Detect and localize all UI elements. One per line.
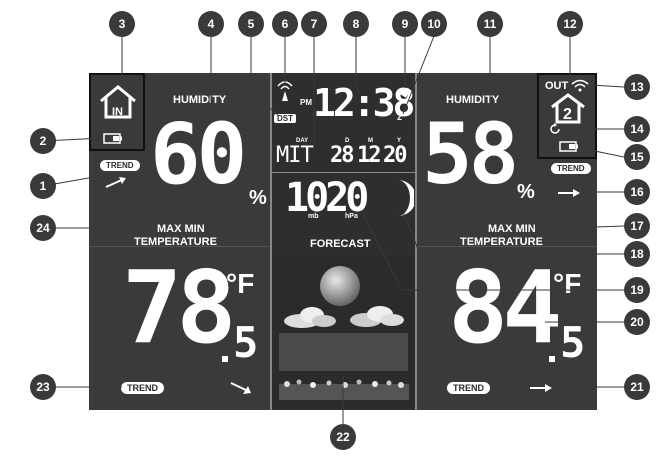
forecast-blank-area — [279, 333, 408, 371]
callout-11: 11 — [477, 11, 503, 37]
d-label: D — [345, 138, 350, 144]
callout-15: 15 — [624, 144, 650, 170]
indoor-humidity-percent: % — [249, 187, 267, 209]
callout-24: 24 — [30, 215, 56, 241]
outdoor-temp-decimal: 5 — [560, 318, 586, 367]
indoor-maxmin-label: MAX MIN — [157, 223, 205, 235]
trend-label: TREND — [447, 382, 490, 394]
callout-1: 1 — [30, 173, 56, 199]
weekday-display: MIT — [276, 143, 314, 168]
divider — [272, 172, 415, 173]
y-label: Y — [397, 138, 402, 144]
battery-in-icon — [103, 133, 122, 144]
outdoor-humidity-percent: % — [517, 181, 535, 203]
cloud-icon — [284, 307, 336, 328]
divider — [416, 246, 597, 247]
time-display: 12:38 — [313, 81, 415, 125]
outdoor-maxmin-label: MAX MIN — [488, 223, 536, 235]
callout-17: 17 — [624, 213, 650, 239]
callout-22: 22 — [330, 424, 356, 450]
callout-4: 4 — [198, 11, 224, 37]
outdoor-decimal-point — [549, 356, 555, 362]
alarm-bell-icon — [399, 89, 408, 98]
trend-arrow-icon — [558, 189, 580, 197]
trend-arrow-icon — [230, 382, 251, 394]
callout-13: 13 — [624, 74, 650, 100]
pressure-display: 1020 — [285, 175, 369, 221]
divider — [89, 246, 270, 247]
date-day-display: 28 — [330, 143, 354, 168]
day-label: DAY — [296, 138, 309, 144]
in-indicator-box — [89, 73, 145, 151]
trend-arrow-icon — [530, 384, 552, 392]
outdoor-temperature-label: TEMPERATURE — [460, 236, 543, 248]
battery-out-icon — [559, 141, 578, 152]
callout-16: 16 — [624, 179, 650, 205]
divider — [270, 73, 272, 410]
outdoor-humidity-label: HUMIDITY — [446, 94, 500, 106]
hpa-label: hPa — [345, 213, 358, 220]
indoor-temperature-label: TEMPERATURE — [134, 236, 217, 248]
sensor-channel-display: 2 — [563, 106, 572, 123]
callout-18: 18 — [624, 241, 650, 267]
indoor-decimal-point — [222, 356, 228, 362]
outdoor-humidity-value: 58 — [422, 105, 519, 203]
callout-10: 10 — [421, 11, 447, 37]
trend-arrow-icon — [105, 177, 126, 188]
forecast-label: FORECAST — [310, 238, 371, 250]
callout-7: 7 — [301, 11, 327, 37]
indoor-humidity-label: HUMIDITY — [173, 94, 227, 106]
callout-2: 2 — [30, 128, 56, 154]
callout-19: 19 — [624, 277, 650, 303]
indoor-temp-unit: °F — [226, 268, 255, 299]
trend-label: TREND — [551, 163, 591, 174]
in-label: IN — [112, 106, 123, 118]
pm-indicator: PM — [300, 98, 312, 107]
callout-23: 23 — [30, 374, 56, 400]
m-label: M — [368, 138, 373, 144]
sun-icon — [320, 266, 360, 306]
callout-6: 6 — [272, 11, 298, 37]
out-indicator-box — [537, 73, 597, 159]
divider — [415, 73, 417, 410]
date-month-display: 12 — [357, 143, 381, 168]
callout-21: 21 — [624, 374, 650, 400]
callout-8: 8 — [343, 11, 369, 37]
indoor-panel — [89, 73, 270, 410]
trend-label: TREND — [100, 160, 140, 171]
indoor-humidity-value: 60 — [150, 105, 247, 203]
cloud-icon — [350, 306, 404, 327]
snooze-indicator: z — [397, 112, 402, 123]
callout-20: 20 — [624, 309, 650, 335]
trend-label: TREND — [121, 382, 164, 394]
house-out-icon — [551, 93, 585, 124]
moon-phase-icon — [398, 180, 414, 216]
callout-14: 14 — [624, 116, 650, 142]
dst-badge: DST — [274, 114, 296, 123]
callout-12: 12 — [557, 11, 583, 37]
date-year-display: 20 — [383, 143, 407, 168]
mb-label: mb — [308, 213, 319, 220]
indoor-temp-decimal: 5 — [233, 318, 259, 367]
house-in-icon — [100, 85, 136, 119]
outdoor-temp-value: 84 — [448, 249, 562, 366]
indoor-temp-value: 78 — [122, 249, 236, 366]
callout-3: 3 — [109, 11, 135, 37]
channel-scan-icon — [550, 123, 560, 134]
callout-9: 9 — [392, 11, 418, 37]
out-label: OUT — [545, 80, 569, 92]
wireless-icon — [571, 79, 589, 92]
callout-5: 5 — [238, 11, 264, 37]
outdoor-temp-unit: °F — [553, 268, 582, 299]
